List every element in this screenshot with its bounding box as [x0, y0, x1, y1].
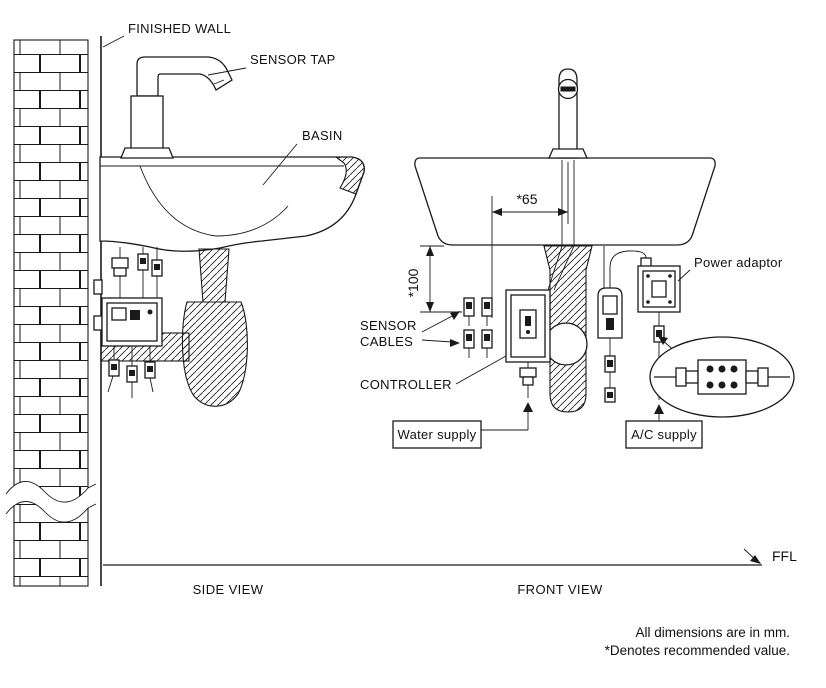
ffl-line: FFL	[103, 548, 797, 566]
solenoid-valve	[597, 246, 647, 403]
controller-side	[101, 297, 163, 347]
power-adaptor-label: Power adaptor	[694, 255, 783, 270]
notes: All dimensions are in mm. *Denotes recom…	[605, 625, 790, 658]
sensor-tap-label: SENSOR TAP	[250, 52, 336, 67]
sensor-cables-label-line2: CABLES	[360, 334, 413, 349]
basin-front	[414, 157, 716, 246]
dim-65-value: *65	[516, 191, 537, 207]
basin-side	[99, 156, 365, 252]
water-inlet	[481, 362, 537, 431]
side-view-caption: SIDE VIEW	[193, 582, 264, 597]
power-adaptor-detail	[649, 336, 795, 418]
ac-supply-label: A/C supply	[625, 420, 703, 449]
sensor-cables-label-line1: SENSOR	[360, 318, 417, 333]
dim-100-value: *100	[405, 268, 421, 297]
finished-wall	[5, 36, 102, 587]
sensor-cable-connectors	[463, 297, 493, 358]
front-view: *65 *100	[405, 68, 716, 431]
svg-text:A/C supply: A/C supply	[631, 427, 697, 442]
basin-label: BASIN	[302, 128, 343, 143]
front-view-caption: FRONT VIEW	[517, 582, 603, 597]
controller-front	[505, 289, 551, 363]
callouts: FINISHED WALL SENSOR TAP BASIN Power ada…	[102, 21, 783, 449]
note-recommended: *Denotes recommended value.	[605, 643, 790, 658]
power-adaptor	[637, 257, 681, 421]
side-view	[93, 56, 365, 407]
trap-cover	[544, 322, 588, 366]
dimension-65: *65	[491, 162, 569, 318]
sensor-tap-side	[120, 56, 233, 159]
water-supply-label: Water supply	[392, 420, 482, 449]
note-units: All dimensions are in mm.	[635, 625, 790, 640]
side-cables-below	[107, 346, 156, 398]
captions: SIDE VIEW FRONT VIEW	[193, 582, 603, 597]
dimension-100: *100	[405, 245, 462, 313]
svg-text:Water supply: Water supply	[398, 427, 477, 442]
finished-wall-label: FINISHED WALL	[128, 21, 231, 36]
sensor-tap-front	[547, 68, 589, 159]
ffl-label: FFL	[772, 548, 797, 564]
controller-label: CONTROLLER	[360, 377, 452, 392]
